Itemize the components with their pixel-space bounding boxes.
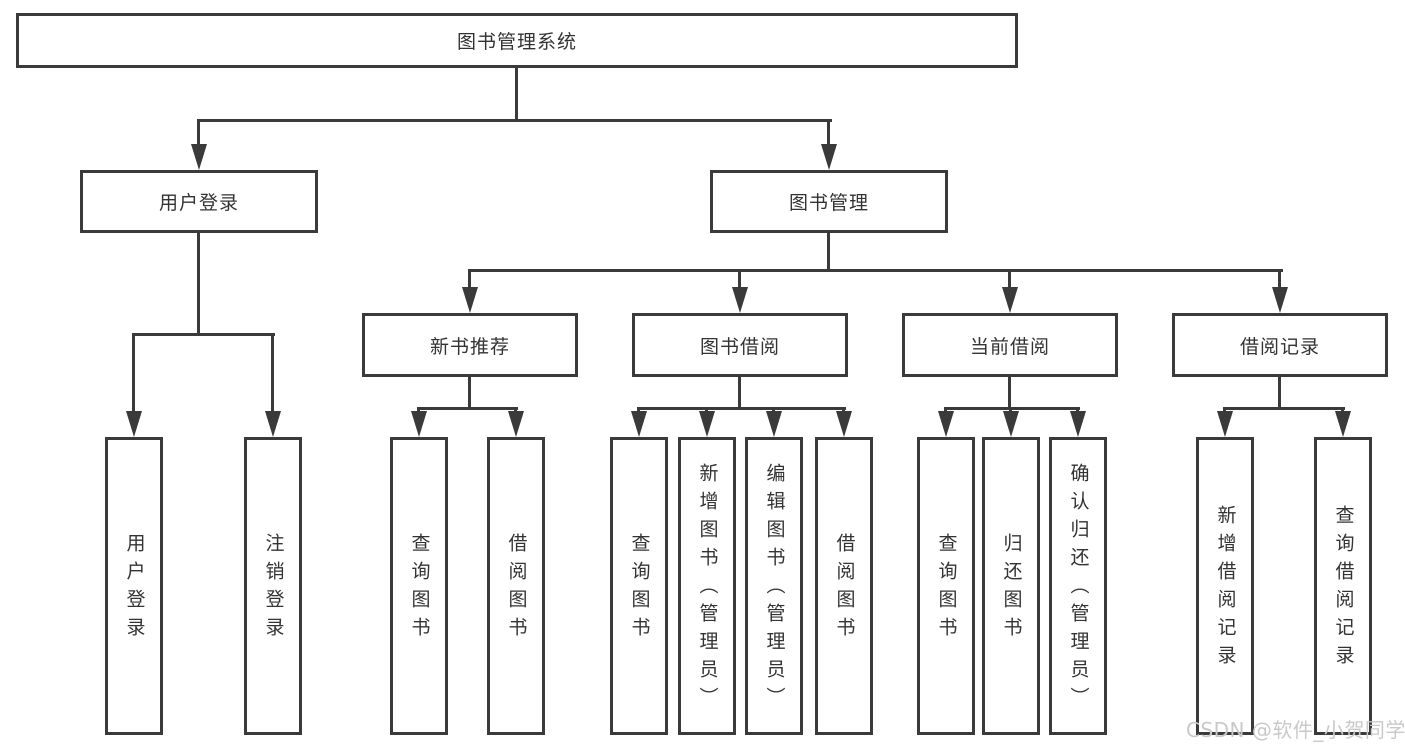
arrowhead-down (1217, 411, 1233, 437)
connector-line (132, 333, 275, 336)
node-user-login-action: 用户登录 (105, 437, 163, 735)
connector-line (827, 119, 830, 147)
node-add-borrow-record: 新增借阅记录 (1196, 437, 1254, 735)
arrowhead-down (1070, 411, 1086, 437)
node-return-books: 归还图书 (982, 437, 1040, 735)
connector-line (271, 333, 274, 413)
connector-line (515, 68, 518, 121)
node-root: 图书管理系统 (16, 13, 1018, 68)
node-query-books-recommend: 查询图书 (390, 437, 448, 735)
connector-line (514, 407, 517, 414)
arrowhead-down (265, 411, 281, 437)
arrowhead-down (508, 411, 524, 437)
node-query-books-current: 查询图书 (917, 437, 975, 735)
connector-line (1278, 377, 1281, 410)
node-borrow-records: 借阅记录 (1172, 313, 1388, 377)
arrowhead-down (699, 411, 715, 437)
connector-line (1278, 269, 1281, 290)
connector-line (417, 407, 420, 414)
arrowhead-down (462, 287, 478, 313)
connector-line (827, 233, 830, 272)
connector-line (468, 269, 471, 290)
node-edit-book-admin: 编辑图书（管理员） (745, 437, 803, 735)
connector-line (944, 407, 1080, 410)
csdn-watermark: CSDN @软件_小贺同学 (1186, 718, 1405, 742)
node-add-book-admin: 新增图书（管理员） (678, 437, 736, 735)
node-book-management: 图书管理 (710, 170, 948, 233)
node-current-borrow: 当前借阅 (902, 313, 1118, 377)
arrowhead-down (821, 144, 837, 170)
arrowhead-down (938, 411, 954, 437)
connector-line (197, 119, 832, 122)
connector-line (1076, 407, 1079, 414)
connector-line (197, 233, 200, 336)
arrowhead-down (766, 411, 782, 437)
connector-line (417, 407, 518, 410)
arrowhead-down (1272, 287, 1288, 313)
connector-line (842, 407, 845, 414)
connector-line (132, 333, 135, 413)
connector-line (1009, 407, 1012, 414)
node-book-borrow: 图书借阅 (632, 313, 848, 377)
node-logout: 注销登录 (244, 437, 302, 735)
connector-line (1008, 377, 1011, 410)
connector-line (197, 119, 200, 147)
arrowhead-down (1335, 411, 1351, 437)
connector-line (738, 377, 741, 410)
connector-line (1223, 407, 1345, 410)
arrowhead-down (191, 144, 207, 170)
connector-line (772, 407, 775, 414)
connector-line (738, 269, 741, 290)
arrowhead-down (1002, 287, 1018, 313)
connector-line (1008, 269, 1011, 290)
node-borrow-books-recommend: 借阅图书 (487, 437, 545, 735)
node-query-borrow-record: 查询借阅记录 (1314, 437, 1372, 735)
node-query-books-borrow: 查询图书 (610, 437, 668, 735)
connector-line (468, 269, 1283, 272)
connector-line (468, 377, 471, 410)
connector-line (1341, 407, 1344, 414)
node-borrow-books: 借阅图书 (815, 437, 873, 735)
arrowhead-down (1003, 411, 1019, 437)
connector-line (705, 407, 708, 414)
connector-line (1223, 407, 1226, 414)
arrowhead-down (126, 411, 142, 437)
connector-line (944, 407, 947, 414)
arrowhead-down (732, 287, 748, 313)
arrowhead-down (411, 411, 427, 437)
node-confirm-return-admin: 确认归还（管理员） (1049, 437, 1107, 735)
connector-line (637, 407, 846, 410)
arrowhead-down (631, 411, 647, 437)
connector-line (637, 407, 640, 414)
arrowhead-down (836, 411, 852, 437)
node-new-book-recommend: 新书推荐 (362, 313, 578, 377)
node-user-login: 用户登录 (80, 170, 318, 233)
